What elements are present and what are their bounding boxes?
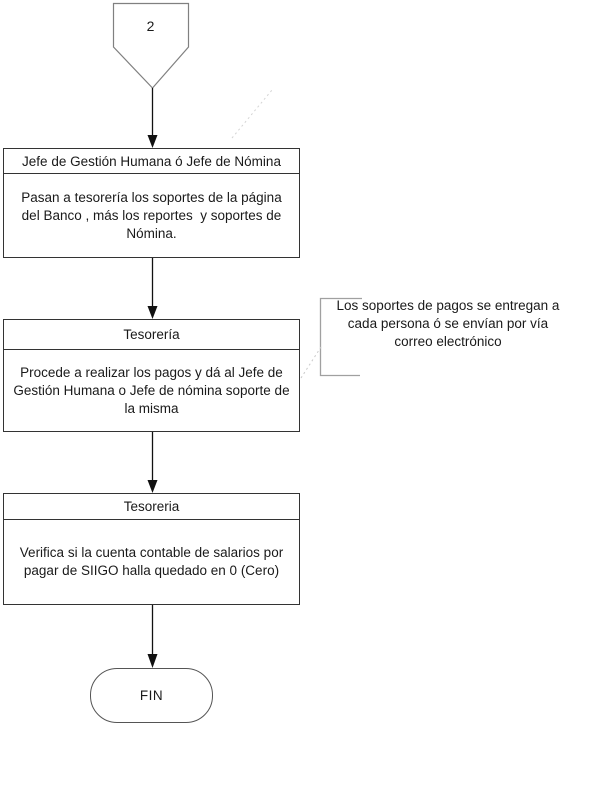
box-body: Pasan a tesorería los soportes de la pág… [21,189,282,241]
flow-arrow-3-head [147,480,158,493]
box-header: Tesoreria [4,494,299,520]
annotation-text: Los soportes de pagos se entregan a cada… [336,298,560,349]
offpage-connector-label: 2 [146,18,155,34]
box-header: Jefe de Gestión Humana ó Jefe de Nómina [4,149,299,174]
process-box-tesoreria-pagos: Tesorería Procede a realizar los pagos y… [3,319,300,432]
box-body: Verifica si la cuenta contable de salari… [19,545,284,578]
flow-arrow-2-head [147,306,158,319]
flow-arrow-4-head [147,654,158,668]
offpage-connector-shape [112,2,190,89]
annotation-leader-line [300,346,322,379]
terminator-fin: FIN [90,668,213,723]
process-box-tesoreria-verifica: Tesoreria Verifica si la cuenta contable… [3,493,300,605]
annotation-bracket [319,297,362,377]
watermark-dotted-line [231,89,273,139]
fin-label: FIN [139,688,164,703]
box-header: Tesorería [4,320,299,350]
flow-arrow-1-head [147,135,158,148]
process-box-jefe-gestion: Jefe de Gestión Humana ó Jefe de Nómina … [3,148,300,258]
box-body: Procede a realizar los pagos y dá al Jef… [13,364,290,416]
